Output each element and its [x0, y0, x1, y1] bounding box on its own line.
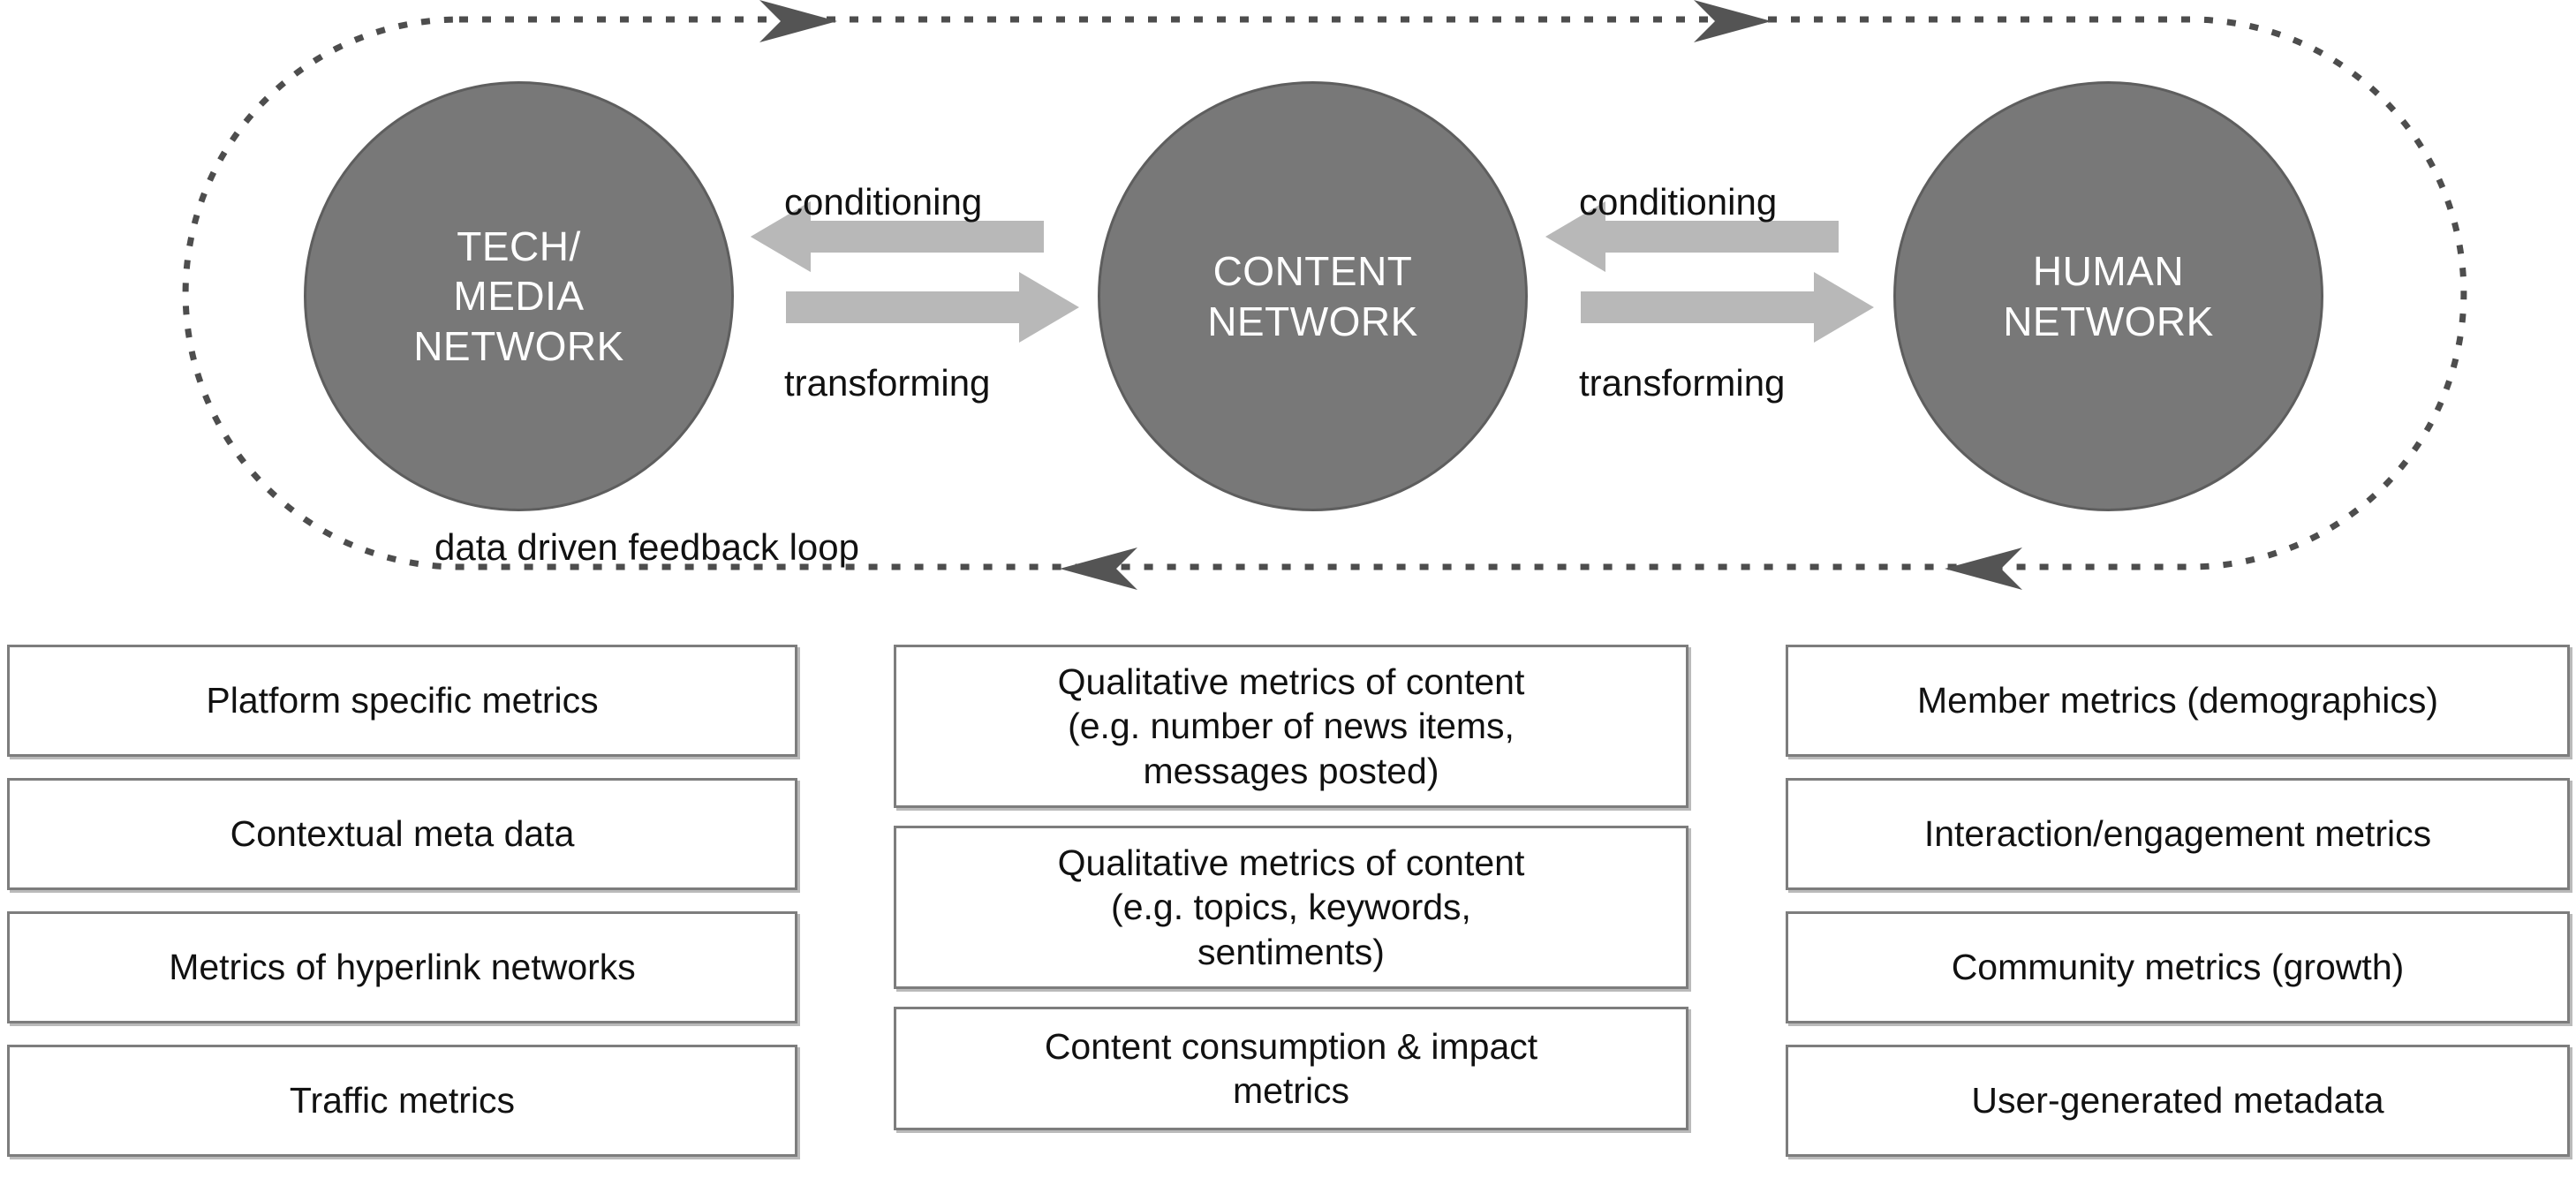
metric-box[interactable]: User-generated metadata	[1786, 1045, 2570, 1157]
edge-label-transforming-1: transforming	[784, 362, 991, 404]
metric-box[interactable]: Metrics of hyperlink networks	[7, 911, 797, 1023]
metric-box[interactable]: Interaction/engagement metrics	[1786, 778, 2570, 890]
edge-label-conditioning-1: conditioning	[784, 181, 983, 223]
loop-arrowhead-bottom-right	[1945, 547, 2022, 590]
block-arrow-transforming-right-2	[1581, 272, 1874, 343]
metric-box[interactable]: Qualitative metrics of content (e.g. top…	[894, 826, 1688, 989]
metric-box[interactable]: Platform specific metrics	[7, 645, 797, 757]
feedback-loop-caption: data driven feedback loop	[434, 526, 860, 568]
node-content-network[interactable]: CONTENT NETWORK	[1098, 81, 1528, 511]
metric-box[interactable]: Member metrics (demographics)	[1786, 645, 2570, 757]
loop-arrowhead-bottom-left	[1060, 547, 1137, 590]
edge-label-conditioning-2: conditioning	[1579, 181, 1778, 223]
metric-box[interactable]: Community metrics (growth)	[1786, 911, 2570, 1023]
edge-label-transforming-2: transforming	[1579, 362, 1786, 404]
metric-column-content: Qualitative metrics of content (e.g. num…	[894, 645, 1688, 1178]
metric-box[interactable]: Contextual meta data	[7, 778, 797, 890]
block-arrow-conditioning-left-2	[1545, 201, 1839, 272]
metric-column-human: Member metrics (demographics) Interactio…	[1786, 645, 2570, 1178]
node-tech-media-network[interactable]: TECH/ MEDIA NETWORK	[304, 81, 734, 511]
block-arrow-conditioning-left	[751, 201, 1044, 272]
node-human-network[interactable]: HUMAN NETWORK	[1893, 81, 2323, 511]
metric-box[interactable]: Qualitative metrics of content (e.g. num…	[894, 645, 1688, 808]
loop-arrowhead-top-left	[759, 0, 837, 42]
metric-box[interactable]: Traffic metrics	[7, 1045, 797, 1157]
block-arrow-transforming-right	[786, 272, 1079, 343]
feedback-loop-path	[182, 16, 2467, 570]
feedback-loop-graphic	[182, 0, 2467, 590]
metric-column-tech-media: Platform specific metrics Contextual met…	[7, 645, 797, 1178]
metric-box[interactable]: Content consumption & impact metrics	[894, 1007, 1688, 1130]
metric-columns: Platform specific metrics Contextual met…	[0, 645, 2576, 1178]
loop-arrowhead-top-right	[1694, 0, 1771, 42]
